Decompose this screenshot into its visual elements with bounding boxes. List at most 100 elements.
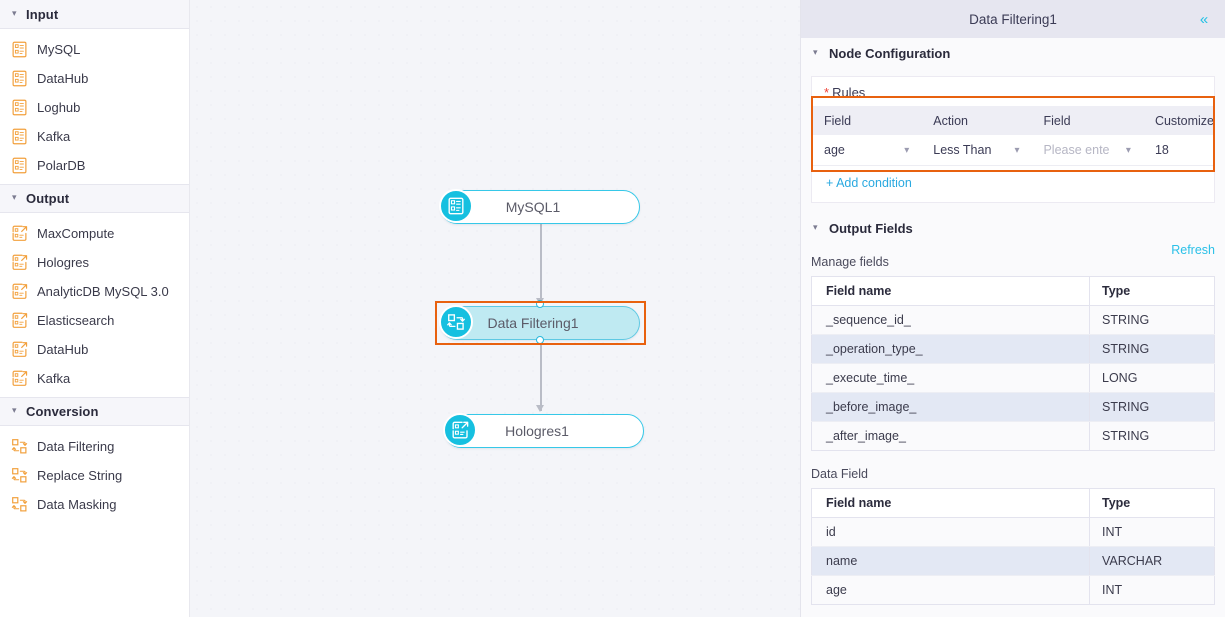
field-type-cell: INT [1089, 575, 1215, 605]
rules-col-field2: Field [1031, 106, 1143, 135]
required-marker: * [824, 85, 830, 100]
field-name-cell: _after_image_ [826, 429, 906, 443]
db-output-icon [11, 312, 28, 329]
canvas-node-data-filtering1[interactable]: Data Filtering1 [439, 305, 640, 340]
db-output-icon [11, 341, 28, 358]
sidebar-section-output[interactable]: ▾ Output [0, 184, 189, 213]
sidebar-item-label: Hologres [37, 255, 90, 270]
db-input-icon [11, 41, 28, 58]
group-node-configuration[interactable]: ▾ Node Configuration [801, 38, 1225, 68]
canvas-node-mysql1[interactable]: MySQL1 [439, 189, 640, 224]
sidebar-section-conversion[interactable]: ▾ Conversion [0, 397, 189, 426]
rules-col-customize: Customize [1142, 106, 1214, 135]
transform-icon [11, 467, 28, 484]
canvas-node-label: Hologres1 [505, 423, 569, 439]
sidebar-item-datahub-input[interactable]: DataHub [0, 64, 189, 93]
sidebar-item-hologres[interactable]: Hologres [0, 248, 189, 277]
rule-field2-select[interactable]: Please ente▾ [1031, 135, 1143, 166]
field-name-cell: name [811, 546, 1090, 576]
field-name-cell: _execute_time_ [811, 363, 1090, 393]
sidebar-item-label: Replace String [37, 468, 123, 483]
col-field-name: Field name [811, 276, 1090, 306]
field-type-cell: STRING [1089, 305, 1215, 335]
chevron-down-icon: ▾ [904, 144, 910, 156]
table-header-row: Field name Type [811, 488, 1215, 518]
rule-customize-input[interactable]: 18 [1142, 135, 1214, 166]
rule-action-select[interactable]: Less Than▾ [921, 135, 1032, 166]
table-row: _sequence_id_ STRING [811, 305, 1215, 335]
node-config-panel: Data Filtering1 « ▾ Node Configuration *… [800, 0, 1225, 617]
field-type-cell: LONG [1089, 363, 1215, 393]
table-row: name VARCHAR [811, 546, 1215, 576]
sidebar-item-replace-string[interactable]: Replace String [0, 461, 189, 490]
refresh-button[interactable]: Refresh [1171, 243, 1215, 257]
group-title: Node Configuration [829, 45, 951, 61]
rules-label: *Rules [812, 85, 1214, 100]
sidebar-item-label: MaxCompute [37, 226, 115, 241]
col-type: Type [1089, 276, 1215, 306]
sidebar-item-datahub-output[interactable]: DataHub [0, 335, 189, 364]
table-row: _before_image_ STRING [811, 392, 1215, 422]
table-header-row: Field name Type [811, 276, 1215, 306]
sidebar-item-polardb[interactable]: PolarDB [0, 151, 189, 180]
sidebar-item-elasticsearch[interactable]: Elasticsearch [0, 306, 189, 335]
group-output-fields[interactable]: ▾ Output Fields [801, 213, 1225, 243]
sidebar-item-analyticdb-mysql[interactable]: AnalyticDB MySQL 3.0 [0, 277, 189, 306]
rules-label-text: Rules [832, 85, 866, 100]
sidebar-item-data-masking[interactable]: Data Masking [0, 490, 189, 519]
sidebar-item-data-filtering[interactable]: Data Filtering [0, 432, 189, 461]
rules-header-row: Field Action Field Customize [812, 106, 1214, 135]
sidebar-item-label: Data Masking [37, 497, 117, 512]
field-type-cell: STRING [1089, 334, 1215, 364]
field-type-cell: VARCHAR [1089, 546, 1215, 576]
sidebar-item-label: MySQL [37, 42, 81, 57]
panel-title: Data Filtering1 [969, 11, 1057, 27]
sidebar-item-mysql[interactable]: MySQL [0, 35, 189, 64]
db-input-icon [11, 157, 28, 174]
sidebar-input-list: MySQL DataHub Loghub Kafka [0, 29, 189, 184]
data-field-label: Data Field [811, 467, 868, 481]
sidebar-item-kafka-input[interactable]: Kafka [0, 122, 189, 151]
sidebar-output-list: MaxCompute Hologres AnalyticDB MySQL 3.0… [0, 213, 189, 397]
sidebar-item-label: Data Filtering [37, 439, 115, 454]
field-name-cell: _before_image_ [811, 392, 1090, 422]
sidebar-item-label: Kafka [37, 129, 71, 144]
rule-field-value: age [824, 143, 845, 157]
field-type-cell: INT [1089, 517, 1215, 547]
edge-filter-to-hologres [540, 345, 542, 411]
sidebar-section-input[interactable]: ▾ Input [0, 0, 189, 29]
manage-fields-table: Field name Type _sequence_id_ STRING _op… [811, 276, 1215, 451]
transform-node-icon [439, 305, 473, 339]
workflow-canvas[interactable]: MySQL1 Data Filtering1 Hologres1 [190, 0, 800, 617]
manage-fields-label: Manage fields [811, 255, 889, 269]
source-node-icon [439, 189, 473, 223]
field-name-cell: id [811, 517, 1090, 547]
field-name-cell: _operation_type_ [811, 334, 1090, 364]
rule-field2-placeholder: Please ente [1043, 143, 1110, 157]
transform-icon [11, 438, 28, 455]
add-condition-button[interactable]: + Add condition [826, 176, 912, 190]
collapse-panel-icon[interactable]: « [1199, 10, 1209, 28]
node-port-out[interactable] [536, 336, 544, 344]
sidebar-item-loghub[interactable]: Loghub [0, 93, 189, 122]
canvas-node-label: Data Filtering1 [487, 315, 579, 331]
group-title: Output Fields [829, 220, 913, 236]
sidebar-item-maxcompute[interactable]: MaxCompute [0, 219, 189, 248]
db-output-icon [11, 283, 28, 300]
sidebar-item-kafka-output[interactable]: Kafka [0, 364, 189, 393]
table-row: _after_image_ STRING [812, 421, 1215, 451]
edge-arrow-icon [535, 405, 544, 412]
node-port-in[interactable] [536, 300, 544, 308]
canvas-node-hologres1[interactable]: Hologres1 [443, 413, 644, 448]
chevron-down-icon: ▾ [1014, 144, 1020, 156]
transform-icon [11, 496, 28, 513]
component-sidebar: ▾ Input MySQL DataHub Loghub [0, 0, 190, 617]
sidebar-item-label: DataHub [37, 342, 89, 357]
db-input-icon [11, 128, 28, 145]
rule-field-select[interactable]: age ▾ [812, 135, 922, 166]
db-output-icon [11, 225, 28, 242]
sidebar-section-title: Conversion [26, 404, 99, 419]
table-row: id INT [811, 517, 1215, 547]
rules-table: Field Action Field Customize age ▾ Less T… [812, 106, 1214, 166]
sink-node-icon [443, 413, 477, 447]
